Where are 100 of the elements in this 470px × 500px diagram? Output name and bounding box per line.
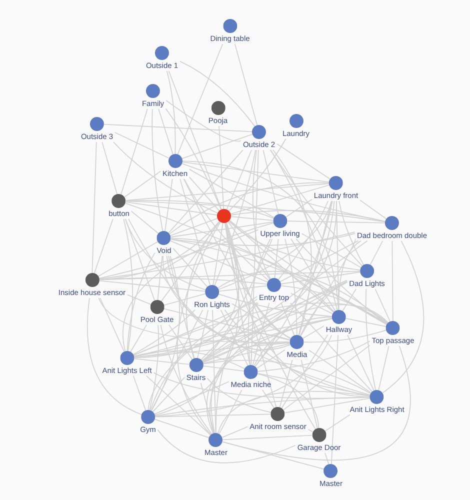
connector-line [157,256,163,300]
connector-line [122,222,274,352]
connector-line [222,434,312,440]
connector-line [114,132,170,158]
connector-line [218,294,332,317]
connector-line [146,375,212,436]
connector-line [220,309,248,366]
connector-line [382,240,424,394]
connector-line [158,108,174,155]
connector-line [256,349,286,369]
connector-line [270,149,338,311]
connector-line [124,218,156,301]
connector-line [218,285,268,292]
connector-line [202,360,372,394]
connector-line [126,200,274,219]
connector-line [201,304,389,362]
connector-line [168,256,195,359]
connector-line [180,60,256,127]
connector-line [130,324,147,352]
connector-line [252,302,270,366]
connector-line [370,240,384,266]
connector-line [150,256,180,412]
connector-line [154,418,210,438]
connector-line [126,183,330,201]
connector-line [152,376,186,412]
connector-line [149,324,159,411]
connector-line [132,376,146,411]
connector-line [209,280,348,434]
connector-line [160,324,212,435]
connector-line [290,238,336,312]
connector-line [180,178,211,286]
connector-line [170,232,356,246]
connector-line [188,176,220,212]
connector-line [182,160,339,310]
connector-line [229,220,388,326]
connector-line [283,344,370,410]
connector-line [257,373,320,428]
connector-line [279,360,293,408]
connector-line [170,218,218,236]
connector-line [222,346,411,460]
connector-line [347,334,374,392]
connector-line [284,238,298,336]
connector-line [168,324,193,360]
connector-line [148,296,258,410]
connector-line [154,334,332,418]
connector-line [272,149,312,336]
connector-line [262,389,275,409]
connector-line [169,182,330,234]
connector-line [92,142,97,274]
connector-line [128,218,291,350]
connector-line [200,382,215,434]
connector-line [230,184,330,214]
connector-line [300,238,356,336]
connector-line [280,302,295,336]
connector-line [112,141,218,214]
connector-line [102,142,118,195]
connector-line [152,108,164,232]
connector-line [345,318,387,328]
connector-line [168,149,244,234]
connector-line [162,256,371,396]
connector-line [230,210,386,222]
connector-line [217,390,371,434]
connector-line [248,238,271,366]
connector-line [228,220,334,313]
connector-line [130,210,160,234]
connector-line [262,150,279,215]
connector-line [226,150,252,210]
connector-line [298,200,332,336]
connector-line [98,241,158,277]
connector-line [254,200,333,367]
connector-line [254,282,348,367]
connector-line [324,414,350,432]
connector-line [124,170,162,198]
connector-line [188,168,274,218]
connector-line [126,200,386,222]
connector-line [165,108,222,210]
connector-line [212,310,216,434]
connector-line [210,341,290,434]
connector-line [217,271,388,324]
connector-line [153,372,370,399]
connector-line [342,288,357,312]
connector-line [124,218,206,290]
connector-line [324,452,330,465]
connector-line [222,441,325,470]
connector-line [218,200,332,290]
connector-line [86,298,142,415]
connector-line [286,220,386,224]
connector-line [98,229,259,279]
connector-line [202,365,245,372]
connector-line [300,280,348,336]
connector-line [304,330,387,343]
connector-line [150,309,204,412]
connector-line [338,200,364,266]
connector-line [168,70,222,210]
connector-line [181,161,330,183]
connector-line [276,143,331,180]
connector-line [257,372,371,396]
connector-line [215,302,259,434]
connector-line [183,178,292,340]
connector-line [206,318,333,434]
